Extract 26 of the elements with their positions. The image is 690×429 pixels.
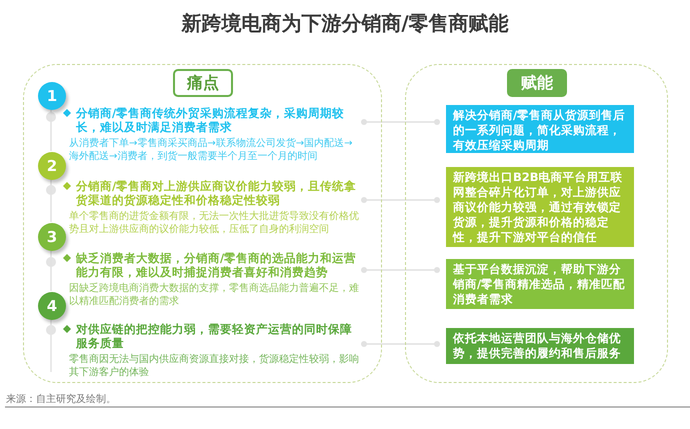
solution-box: 基于平台数据沉淀，帮助下游分销商/零售商精准选品，精准匹配消费者需求 — [446, 259, 634, 309]
number-circle: 2 — [38, 152, 66, 180]
solution-box: 新跨境出口B2B电商平台用互联网整合碎片化订单，对上游供应商议价能力较强，通过有效锁定货源，提升货源和价格的稳定性，提升下游对平台的信任 — [446, 167, 634, 247]
connector-line — [361, 197, 440, 203]
solution-box: 解决分销商/零售商从货源到售后的一系列问题，简化采购流程，有效压缩采购周期 — [446, 105, 634, 153]
connector-line — [361, 119, 440, 125]
connector-line — [361, 341, 440, 347]
pain-point-heading: 分销商/零售商对上游供应商议价能力较弱，且传统拿货渠道的货源稳定性和价格稳定性较弱 — [76, 179, 358, 207]
pain-point-detail: 单个零售商的进货金额有限，无法一次性大批进货导致没有价格优势且对上游供应商的议价能力较低，压低了自身的利润空间 — [69, 211, 360, 236]
number-circle: 4 — [38, 292, 66, 320]
dashed-panel — [405, 64, 668, 383]
pain-point-detail: 零售商因无法与国内供应商资源直接对接，货源稳定性较弱，影响其下游客户的体验 — [69, 354, 360, 379]
heading-tag: 赋能 — [507, 69, 567, 97]
source-note: 来源：自主研究及绘制。 — [6, 392, 116, 406]
number-circle: 3 — [38, 223, 66, 251]
pain-point-detail: 因缺乏跨境电商消费大数据的支撑，零售商选品能力普遍不足，难以精准匹配消费者的需求 — [69, 283, 360, 308]
pain-point-heading: 分销商/零售商传统外贸采购流程复杂，采购周期较长，难以及时满足消费者需求 — [76, 106, 346, 134]
connector-line — [361, 267, 440, 273]
title: 新跨境电商为下游分销商/零售商赋能 — [180, 10, 510, 37]
heading-tag: 痛点 — [173, 69, 233, 97]
dashed-panel — [23, 64, 382, 383]
number-circle: 1 — [38, 82, 66, 110]
pain-point-detail: 从消费者下单→零售商采买商品→联系物流公司发货→国内配送→海外配送→消费者，到货一般需要半个月至一个月的时间 — [69, 138, 354, 163]
pain-point-heading: 缺乏消费者大数据，分销商/零售商的选品能力和运营能力有限，难以及时捕捉消费者喜好和消费趋势 — [76, 251, 358, 279]
pain-point-heading: 对供应链的把控能力弱，需要轻资产运营的同时保障服务质量 — [76, 322, 353, 350]
solution-box: 依托本地运营团队与海外仓储优势，提供完善的履约和售后服务 — [446, 328, 634, 364]
